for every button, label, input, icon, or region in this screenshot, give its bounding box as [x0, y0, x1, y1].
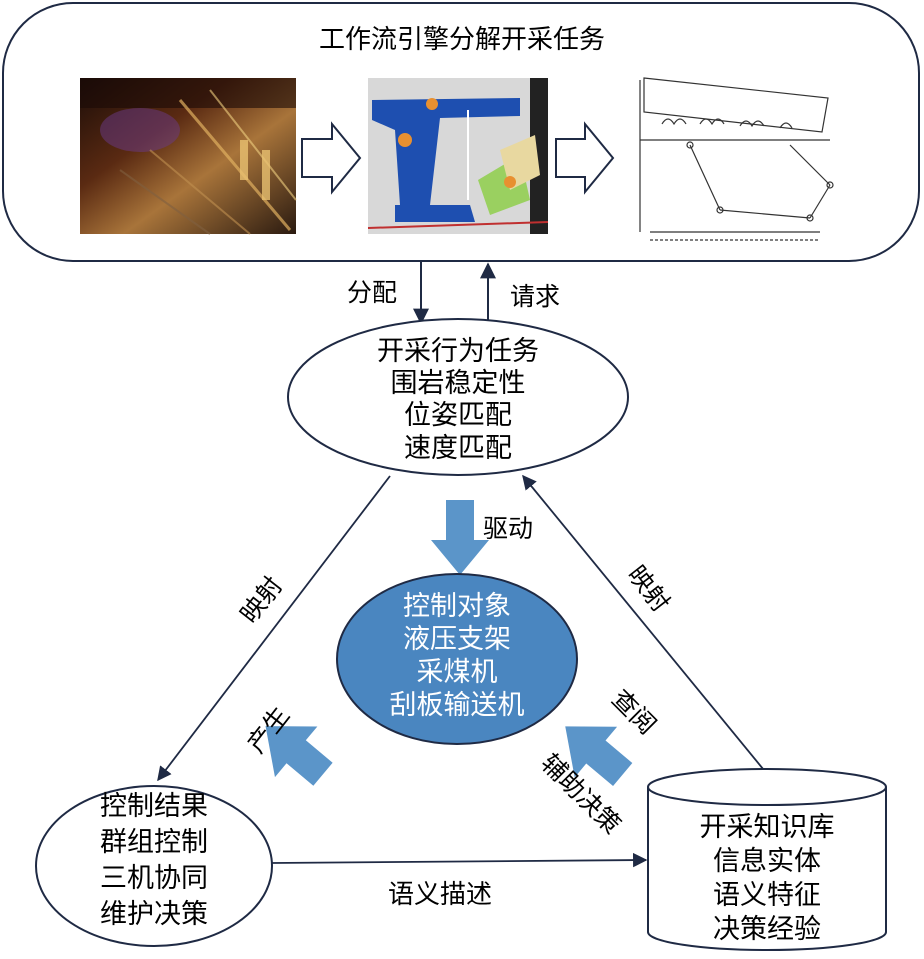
knowledge-base-line-4: 决策经验: [713, 914, 821, 945]
query-arrow: [565, 726, 633, 787]
control-object-line-1: 控制对象: [403, 591, 511, 622]
knowledge-base-line-2: 信息实体: [713, 846, 821, 877]
kinematic-schematic: [624, 72, 834, 242]
workflow-title: 工作流引擎分解开采任务: [319, 25, 605, 55]
control-result-line-4: 维护决策: [100, 899, 208, 930]
control-object-line-2: 液压支架: [403, 624, 511, 655]
generate-arrow: [265, 726, 333, 786]
control-result-line-3: 三机协同: [100, 863, 208, 894]
semantic-arrow: [271, 852, 648, 868]
knowledge-base-line-3: 语义特征: [713, 880, 821, 911]
control-result-line-1: 控制结果: [100, 791, 208, 822]
knowledge-base-line-1: 开采知识库: [700, 812, 835, 843]
control-result-ellipse: [35, 785, 273, 947]
map-right-label: 映射: [622, 560, 676, 617]
control-object-ellipse: [336, 573, 578, 745]
flow-arrow-1: [301, 121, 362, 195]
map-right-arrow: [522, 474, 769, 776]
flow-arrow-2: [555, 121, 615, 195]
support-model-image: [367, 78, 549, 234]
task-line-3: 位姿匹配: [404, 400, 512, 431]
control-result-line-2: 群组控制: [100, 827, 208, 858]
task-line-2: 围岩稳定性: [391, 368, 526, 399]
task-ellipse: [287, 318, 629, 476]
control-object-line-3: 采煤机: [417, 657, 498, 688]
map-left-arrow: [157, 475, 391, 782]
assign-label: 分配: [347, 278, 397, 307]
drive-arrow: [431, 500, 489, 575]
mine-photo: [80, 78, 297, 235]
task-line-4: 速度匹配: [404, 433, 512, 464]
semantic-label: 语义描述: [388, 880, 492, 910]
drive-label: 驱动: [483, 514, 533, 543]
knowledge-base-cylinder: [647, 768, 887, 951]
control-object-line-4: 刮板输送机: [390, 690, 525, 721]
task-line-1: 开采行为任务: [377, 336, 539, 367]
request-label: 请求: [510, 282, 560, 311]
query-label: 查阅: [606, 684, 662, 740]
